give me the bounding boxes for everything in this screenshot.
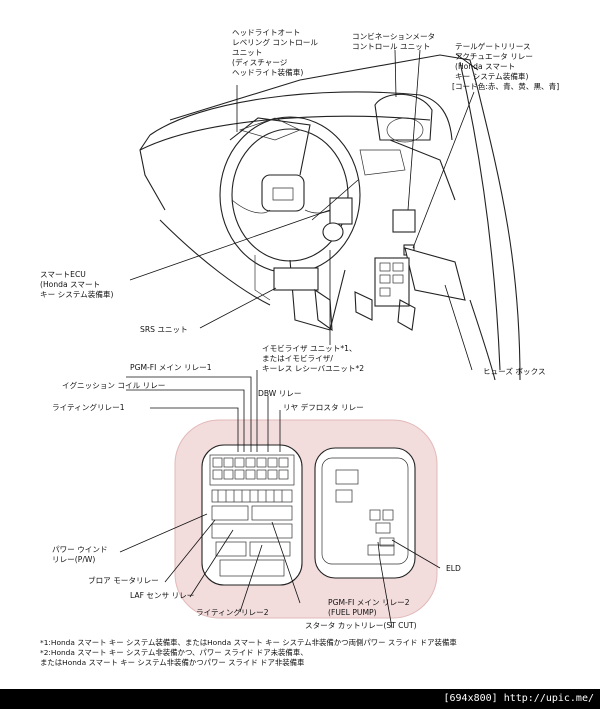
- label-blower-motor: ブロア モータリレー: [88, 575, 159, 585]
- label-eld: ELD: [446, 564, 461, 573]
- label-meter-2: コントロール ユニット: [352, 42, 430, 51]
- label-immobilizer-2: またはイモビライザ/: [262, 354, 333, 363]
- label-headlight-4: (ディスチャージ: [232, 57, 288, 67]
- label-smart-ecu-2: (Honda スマート: [40, 280, 100, 289]
- leader-lines: [119, 49, 479, 629]
- label-tailgate-1: テールゲートリリース: [455, 42, 531, 51]
- label-tailgate-4: キー システム装備車): [455, 71, 529, 81]
- dashboard-illustration: [139, 54, 521, 381]
- label-immobilizer-3: キーレス レシーバユニット*2: [262, 364, 364, 373]
- label-headlight-3: ユニット: [232, 48, 262, 57]
- image-host-footer: [694x800] http://upic.me/: [0, 689, 600, 709]
- label-smart-ecu-3: キー システム装備車): [40, 289, 114, 299]
- label-tailgate-2: アクチュエータ リレー: [455, 52, 533, 61]
- note-line-1: *1:Honda スマート キー システム装備車、またはHonda スマート キ…: [40, 638, 457, 647]
- label-ignition-coil: イグニッション コイル リレー: [62, 380, 165, 390]
- fuse-box-detail: [201, 444, 416, 586]
- footer-text: [694x800] http://upic.me/: [443, 693, 594, 704]
- component-labels: ヘッドライトオート レベリング コントロール ユニット (ディスチャージ ヘッド…: [40, 28, 559, 630]
- label-pgm-fi-main-2b: (FUEL PUMP): [328, 608, 377, 617]
- label-lighting-1: ライティングリレー1: [52, 402, 125, 412]
- label-power-window-1: パワー ウインド: [52, 545, 108, 554]
- label-laf-sensor: LAF センサ リレー: [130, 591, 194, 600]
- label-srs-unit: SRS ユニット: [140, 325, 188, 334]
- label-headlight-5: ヘッドライト装備車): [232, 67, 303, 77]
- label-lighting-2: ライティングリレー2: [196, 607, 269, 617]
- label-fuse-box: ヒューズ ボックス: [483, 366, 546, 376]
- label-meter-1: コンビネーションメータ: [352, 32, 435, 41]
- note-line-3: またはHonda スマート キー システム非装備かつパワー スライド ドア非装備…: [40, 658, 305, 667]
- label-pgm-fi-main-1: PGM-FI メイン リレー1: [130, 363, 212, 372]
- label-headlight-2: レベリング コントロール: [232, 37, 318, 47]
- label-headlight-1: ヘッドライトオート: [232, 28, 300, 37]
- label-rear-defroster: リヤ デフロスタ リレー: [283, 402, 364, 412]
- label-starter-cut: スタータ カットリレー(ST CUT): [305, 621, 417, 630]
- label-tailgate-3: (Honda スマート: [455, 62, 515, 71]
- label-smart-ecu-1: スマートECU: [40, 270, 86, 279]
- label-immobilizer-1: イモビライザ ユニット*1、: [262, 344, 357, 353]
- label-pgm-fi-main-2a: PGM-FI メイン リレー2: [328, 598, 410, 607]
- label-tailgate-5: [コード色:赤、青、黄、黒、青]: [452, 81, 559, 91]
- label-dbw-relay: DBW リレー: [258, 389, 302, 398]
- footnotes: *1:Honda スマート キー システム装備車、またはHonda スマート キ…: [40, 638, 457, 667]
- note-line-2: *2:Honda スマート キー システム非装備かつ、パワー スライド ドア未装…: [40, 648, 308, 657]
- label-power-window-2: リレー(P/W): [52, 555, 95, 564]
